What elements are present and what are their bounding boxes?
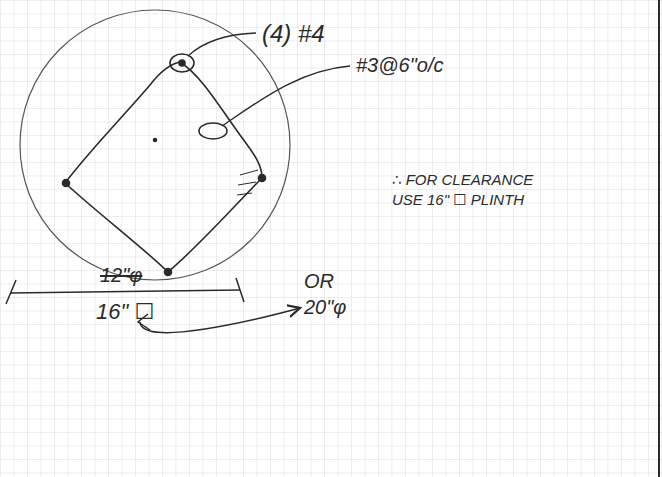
design-note: ∴ FOR CLEARANCE USE 16" ☐ PLINTH bbox=[392, 170, 557, 209]
tie-callout: #3@6"o/c bbox=[356, 52, 443, 78]
struck-dimension: 12"φ bbox=[100, 262, 142, 288]
bar-callout: (4) #4 bbox=[262, 18, 325, 49]
alternate-dimension: OR 20"φ bbox=[304, 268, 366, 320]
dimension-line bbox=[6, 278, 300, 333]
pier-section bbox=[20, 10, 290, 280]
page-border bbox=[658, 0, 660, 477]
plinth-dimension: 16" ☐ bbox=[96, 298, 154, 327]
